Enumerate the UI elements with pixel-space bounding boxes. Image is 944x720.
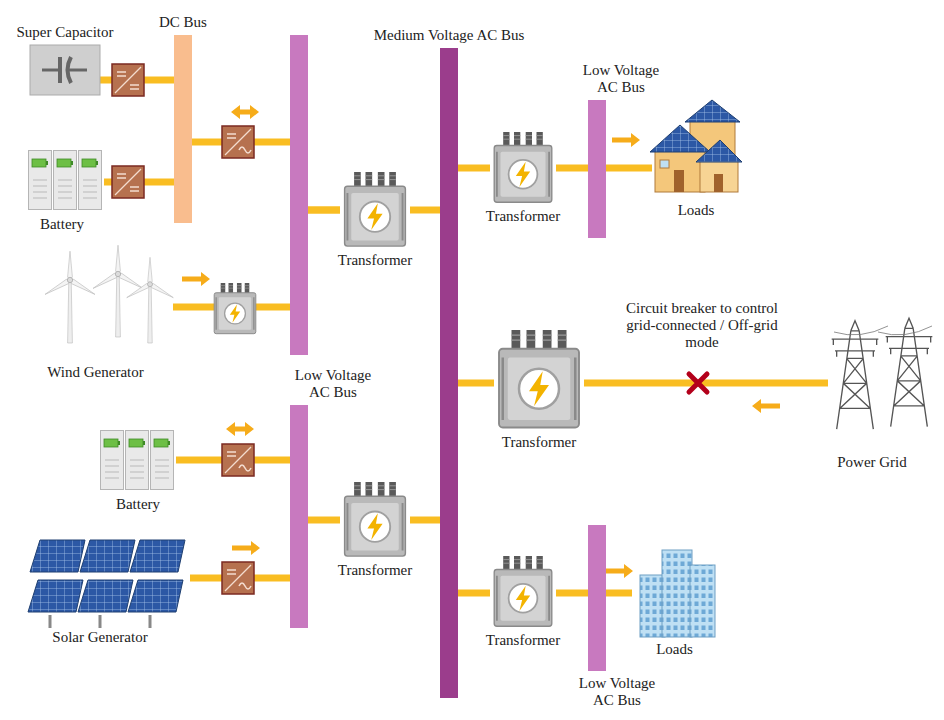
lv-bus: Low Voltage AC Bus (290, 405, 308, 628)
lv-bus-bar (290, 35, 308, 355)
house-loads: Loads (652, 98, 740, 198)
circuit-breaker-note: Circuit breaker to control grid-connecte… (613, 300, 791, 351)
transformer: Transformer (490, 556, 556, 628)
solar-generator: Solar Generator (28, 530, 190, 625)
dc-ac-converter (222, 126, 254, 158)
flow-arrow (612, 133, 640, 147)
power-line (606, 590, 632, 597)
power-line (410, 517, 440, 524)
node-label: Low Voltage AC Bus (287, 367, 379, 401)
lv-bus: Low Voltage AC Bus (588, 525, 606, 671)
power-line (556, 590, 588, 597)
power-line (458, 165, 490, 172)
node-label: Battery (40, 216, 84, 233)
dc-dc-converter (112, 166, 144, 198)
wind-turbine-icon (44, 245, 175, 343)
flow-arrow (605, 564, 633, 578)
node-label: Transformer (486, 208, 560, 225)
battery-icon (29, 151, 102, 210)
node-label: Low Voltage AC Bus (571, 675, 663, 709)
flow-arrow (182, 272, 210, 286)
power-grid: Power Grid (828, 300, 936, 450)
flow-arrow (231, 105, 259, 119)
power-line (556, 593, 588, 594)
circuit-breaker-mark (689, 374, 707, 392)
node-label: Medium Voltage AC Bus (369, 27, 529, 44)
power-line (458, 383, 494, 384)
power-line (192, 142, 340, 210)
node-label: Power Grid (837, 454, 907, 471)
lv-bus: Low Voltage AC Bus (588, 100, 606, 238)
power-tower-icon (832, 318, 933, 429)
building-loads: Loads (632, 545, 717, 637)
wind-generator: Wind Generator (38, 245, 173, 360)
power-line (458, 590, 490, 597)
solar-panel-icon (28, 540, 185, 628)
node-label: Transformer (486, 632, 560, 649)
node-label: Wind Generator (47, 364, 143, 381)
transformer-icon (214, 283, 256, 334)
power-line (410, 520, 440, 521)
power-line (606, 165, 652, 172)
node-label: Loads (678, 202, 715, 219)
node-label: DC Bus (159, 14, 207, 31)
node-label: Battery (116, 496, 160, 513)
power-line (605, 564, 633, 593)
dc-ac-converter (222, 444, 254, 476)
dc-bus: DC Bus (174, 35, 192, 223)
flow-arrow (226, 422, 254, 436)
flow-arrow (232, 541, 260, 555)
power-line (458, 168, 490, 169)
power-line (410, 210, 440, 211)
battery-bank: Battery (100, 430, 176, 492)
dc-dc-converter (112, 64, 144, 96)
transformer-icon (345, 172, 406, 246)
transformer: Transformer (490, 132, 556, 204)
power-line (308, 520, 340, 521)
node-label: Low Voltage AC Bus (575, 62, 667, 96)
supercapacitor-icon (30, 45, 100, 95)
node-label: Transformer (338, 252, 412, 269)
power-line (192, 105, 340, 210)
transformer-icon (494, 556, 552, 626)
dc-ac-converter (222, 562, 254, 594)
node-label: Solar Generator (52, 629, 147, 646)
mv-bus: Medium Voltage AC Bus (440, 48, 458, 698)
capacitor-bank: Super Capacitor (30, 45, 100, 95)
power-line (308, 517, 340, 524)
transformer-icon (499, 330, 579, 428)
battery-icon (101, 431, 174, 490)
power-line (173, 210, 340, 307)
power-line (556, 165, 588, 172)
buildings-icon (640, 550, 715, 637)
transformer-icon (494, 132, 552, 202)
power-line (458, 593, 490, 594)
node-label: Transformer (338, 562, 412, 579)
node-label: Loads (656, 641, 693, 658)
node-label: Transformer (502, 434, 576, 451)
houses-icon (650, 100, 742, 192)
flow-arrow (752, 399, 780, 413)
node-label: Super Capacitor (16, 24, 113, 41)
transformer-icon (345, 482, 406, 556)
power-line (410, 207, 440, 214)
power-line (606, 133, 652, 168)
power-line (173, 210, 340, 307)
transformer: Transformer (494, 330, 584, 430)
transformer: Transformer (340, 482, 410, 558)
power-line (556, 168, 588, 169)
battery-bank: Battery (28, 150, 104, 212)
power-line (458, 380, 494, 387)
power-line (584, 380, 828, 387)
transformer: Transformer (340, 172, 410, 248)
